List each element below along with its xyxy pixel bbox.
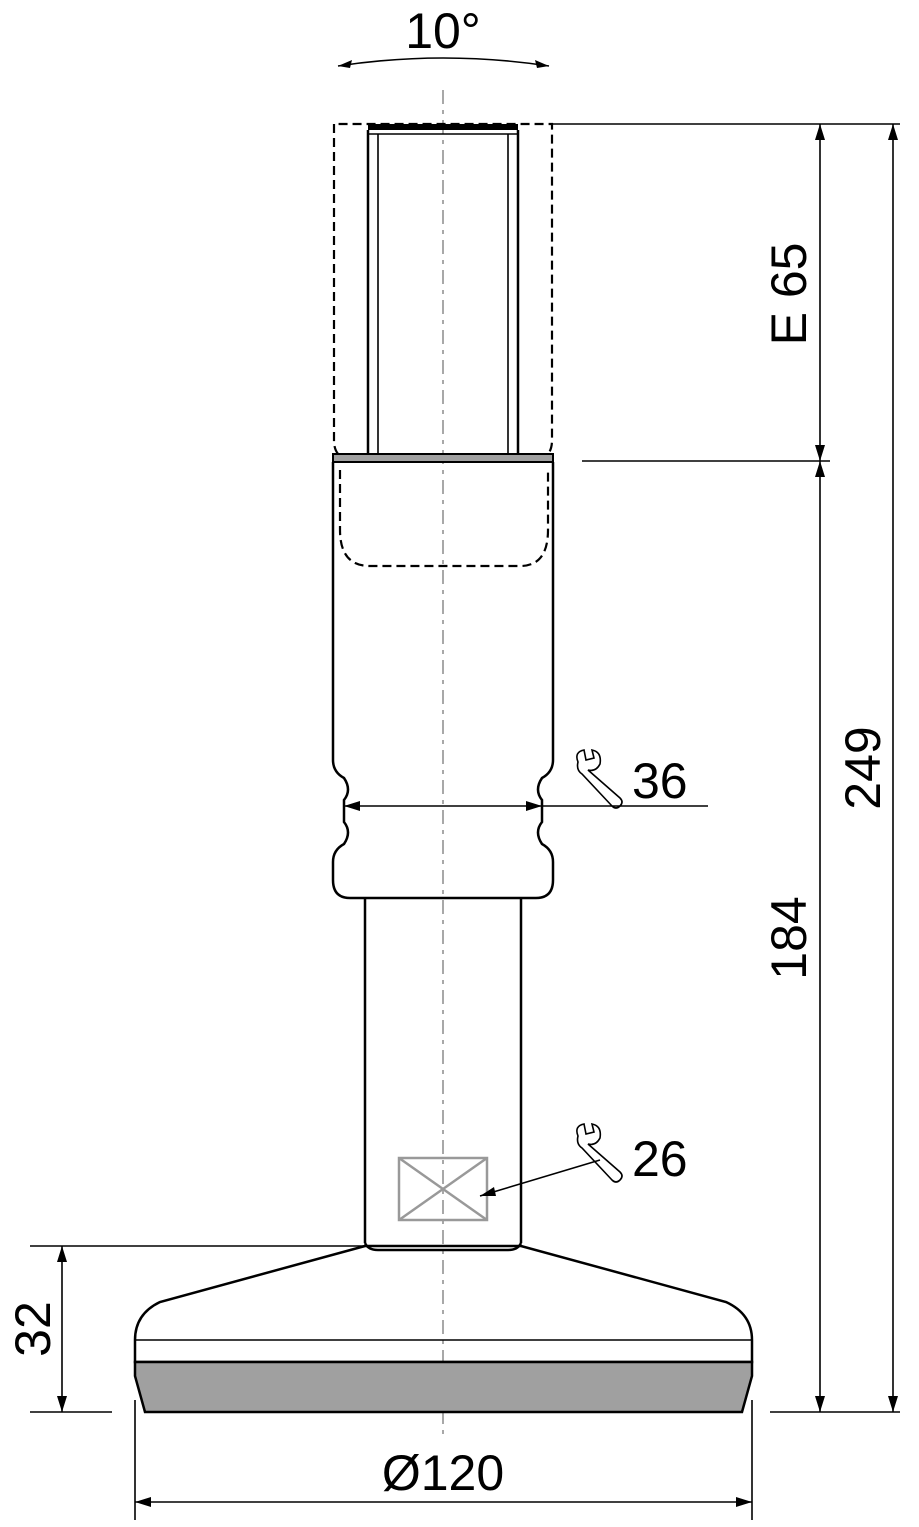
- wrench-size-26: 26: [632, 1131, 688, 1187]
- dim-base-height: 32: [5, 1301, 61, 1357]
- dim-249: [888, 124, 898, 1412]
- dim-120: [134, 1400, 753, 1520]
- upper-body: [331, 462, 555, 900]
- dim-base-diameter: Ø120: [382, 1445, 504, 1501]
- dim-184: [815, 461, 825, 1412]
- dim-body-height: 184: [761, 896, 817, 979]
- dim-32: [57, 1246, 67, 1412]
- dim-36: [344, 801, 708, 811]
- rubber-pad: [133, 1360, 754, 1414]
- dim-total-height: 249: [835, 726, 891, 809]
- angle-indicator: [337, 57, 550, 68]
- threaded-rod-top: [366, 124, 520, 456]
- wrench-flat-26: [397, 1156, 489, 1222]
- wrench-size-36: 36: [632, 753, 688, 809]
- dim-e65: [815, 124, 825, 461]
- angle-label: 10°: [405, 3, 481, 59]
- top-ring: [332, 453, 554, 463]
- wrench-icon: [576, 748, 623, 809]
- leader-26: [479, 1159, 601, 1197]
- dim-top-extension: E 65: [761, 243, 817, 346]
- wrench-icon: [576, 1122, 623, 1183]
